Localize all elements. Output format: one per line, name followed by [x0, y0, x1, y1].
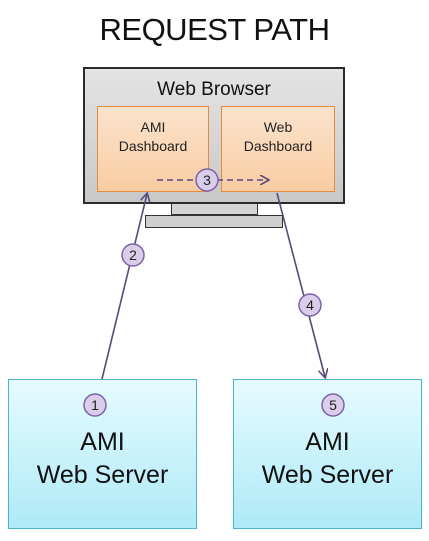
- step-3-label: 3: [203, 172, 211, 188]
- step-4-label: 4: [306, 297, 314, 313]
- arrow-server-to-browser: [101, 194, 147, 380]
- server-right-line2: Web Server: [261, 461, 394, 489]
- monitor-base: [145, 215, 283, 228]
- web-dashboard-line2: Dashboard: [243, 138, 313, 154]
- server-left-line2: Web Server: [36, 461, 169, 489]
- monitor-neck: [171, 204, 258, 215]
- step-2-label: 2: [129, 247, 137, 263]
- step-badge-3: 3: [195, 168, 219, 192]
- step-badge-4: 4: [298, 293, 322, 317]
- arrow-browser-to-server: [276, 192, 325, 377]
- web-dashboard-line1: Web: [263, 119, 293, 135]
- diagram-title: REQUEST PATH: [99, 12, 330, 47]
- step-badge-2: 2: [121, 243, 145, 267]
- step-badge-5: 5: [321, 393, 345, 417]
- step-5-label: 5: [329, 397, 337, 413]
- step-1-label: 1: [91, 397, 99, 413]
- server-right-line1: AMI: [305, 428, 350, 456]
- ami-dashboard-panel: AMI Dashboard: [97, 106, 209, 192]
- ami-dashboard-line1: AMI: [140, 119, 166, 135]
- web-dashboard-panel: Web Dashboard: [221, 106, 335, 192]
- web-browser-monitor: Web Browser AMI Dashboard Web Dashboard: [83, 67, 345, 204]
- web-browser-label: Web Browser: [157, 79, 271, 100]
- ami-web-server-left: AMI Web Server: [8, 379, 197, 529]
- step-badge-1: 1: [83, 393, 107, 417]
- ami-dashboard-line2: Dashboard: [118, 138, 188, 154]
- server-left-line1: AMI: [80, 428, 125, 456]
